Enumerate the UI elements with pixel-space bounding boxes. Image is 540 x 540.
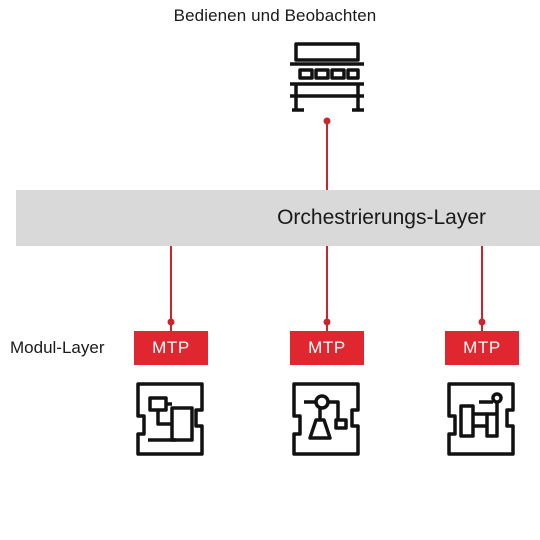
operator-console-icon [290, 42, 364, 112]
operate-monitor-label: Bedienen und Beobachten [173, 6, 377, 25]
module-plant-icon-1 [136, 382, 204, 456]
connector-dot-console [323, 117, 331, 125]
connector-dot-module-1 [167, 318, 175, 326]
module-layer-label: Modul-Layer [10, 338, 105, 357]
orchestration-layer-band [16, 190, 540, 246]
module-plant-icon-2 [292, 382, 360, 456]
connector-dot-module-2 [323, 318, 331, 326]
mtp-badge-1: MTP [134, 331, 208, 365]
connector-dot-module-3 [478, 318, 486, 326]
orchestration-layer-label: Orchestrierungs-Layer [277, 206, 486, 229]
mtp-badge-2: MTP [290, 331, 364, 365]
mtp-badge-3: MTP [445, 331, 519, 365]
module-plant-icon-3 [447, 382, 515, 456]
